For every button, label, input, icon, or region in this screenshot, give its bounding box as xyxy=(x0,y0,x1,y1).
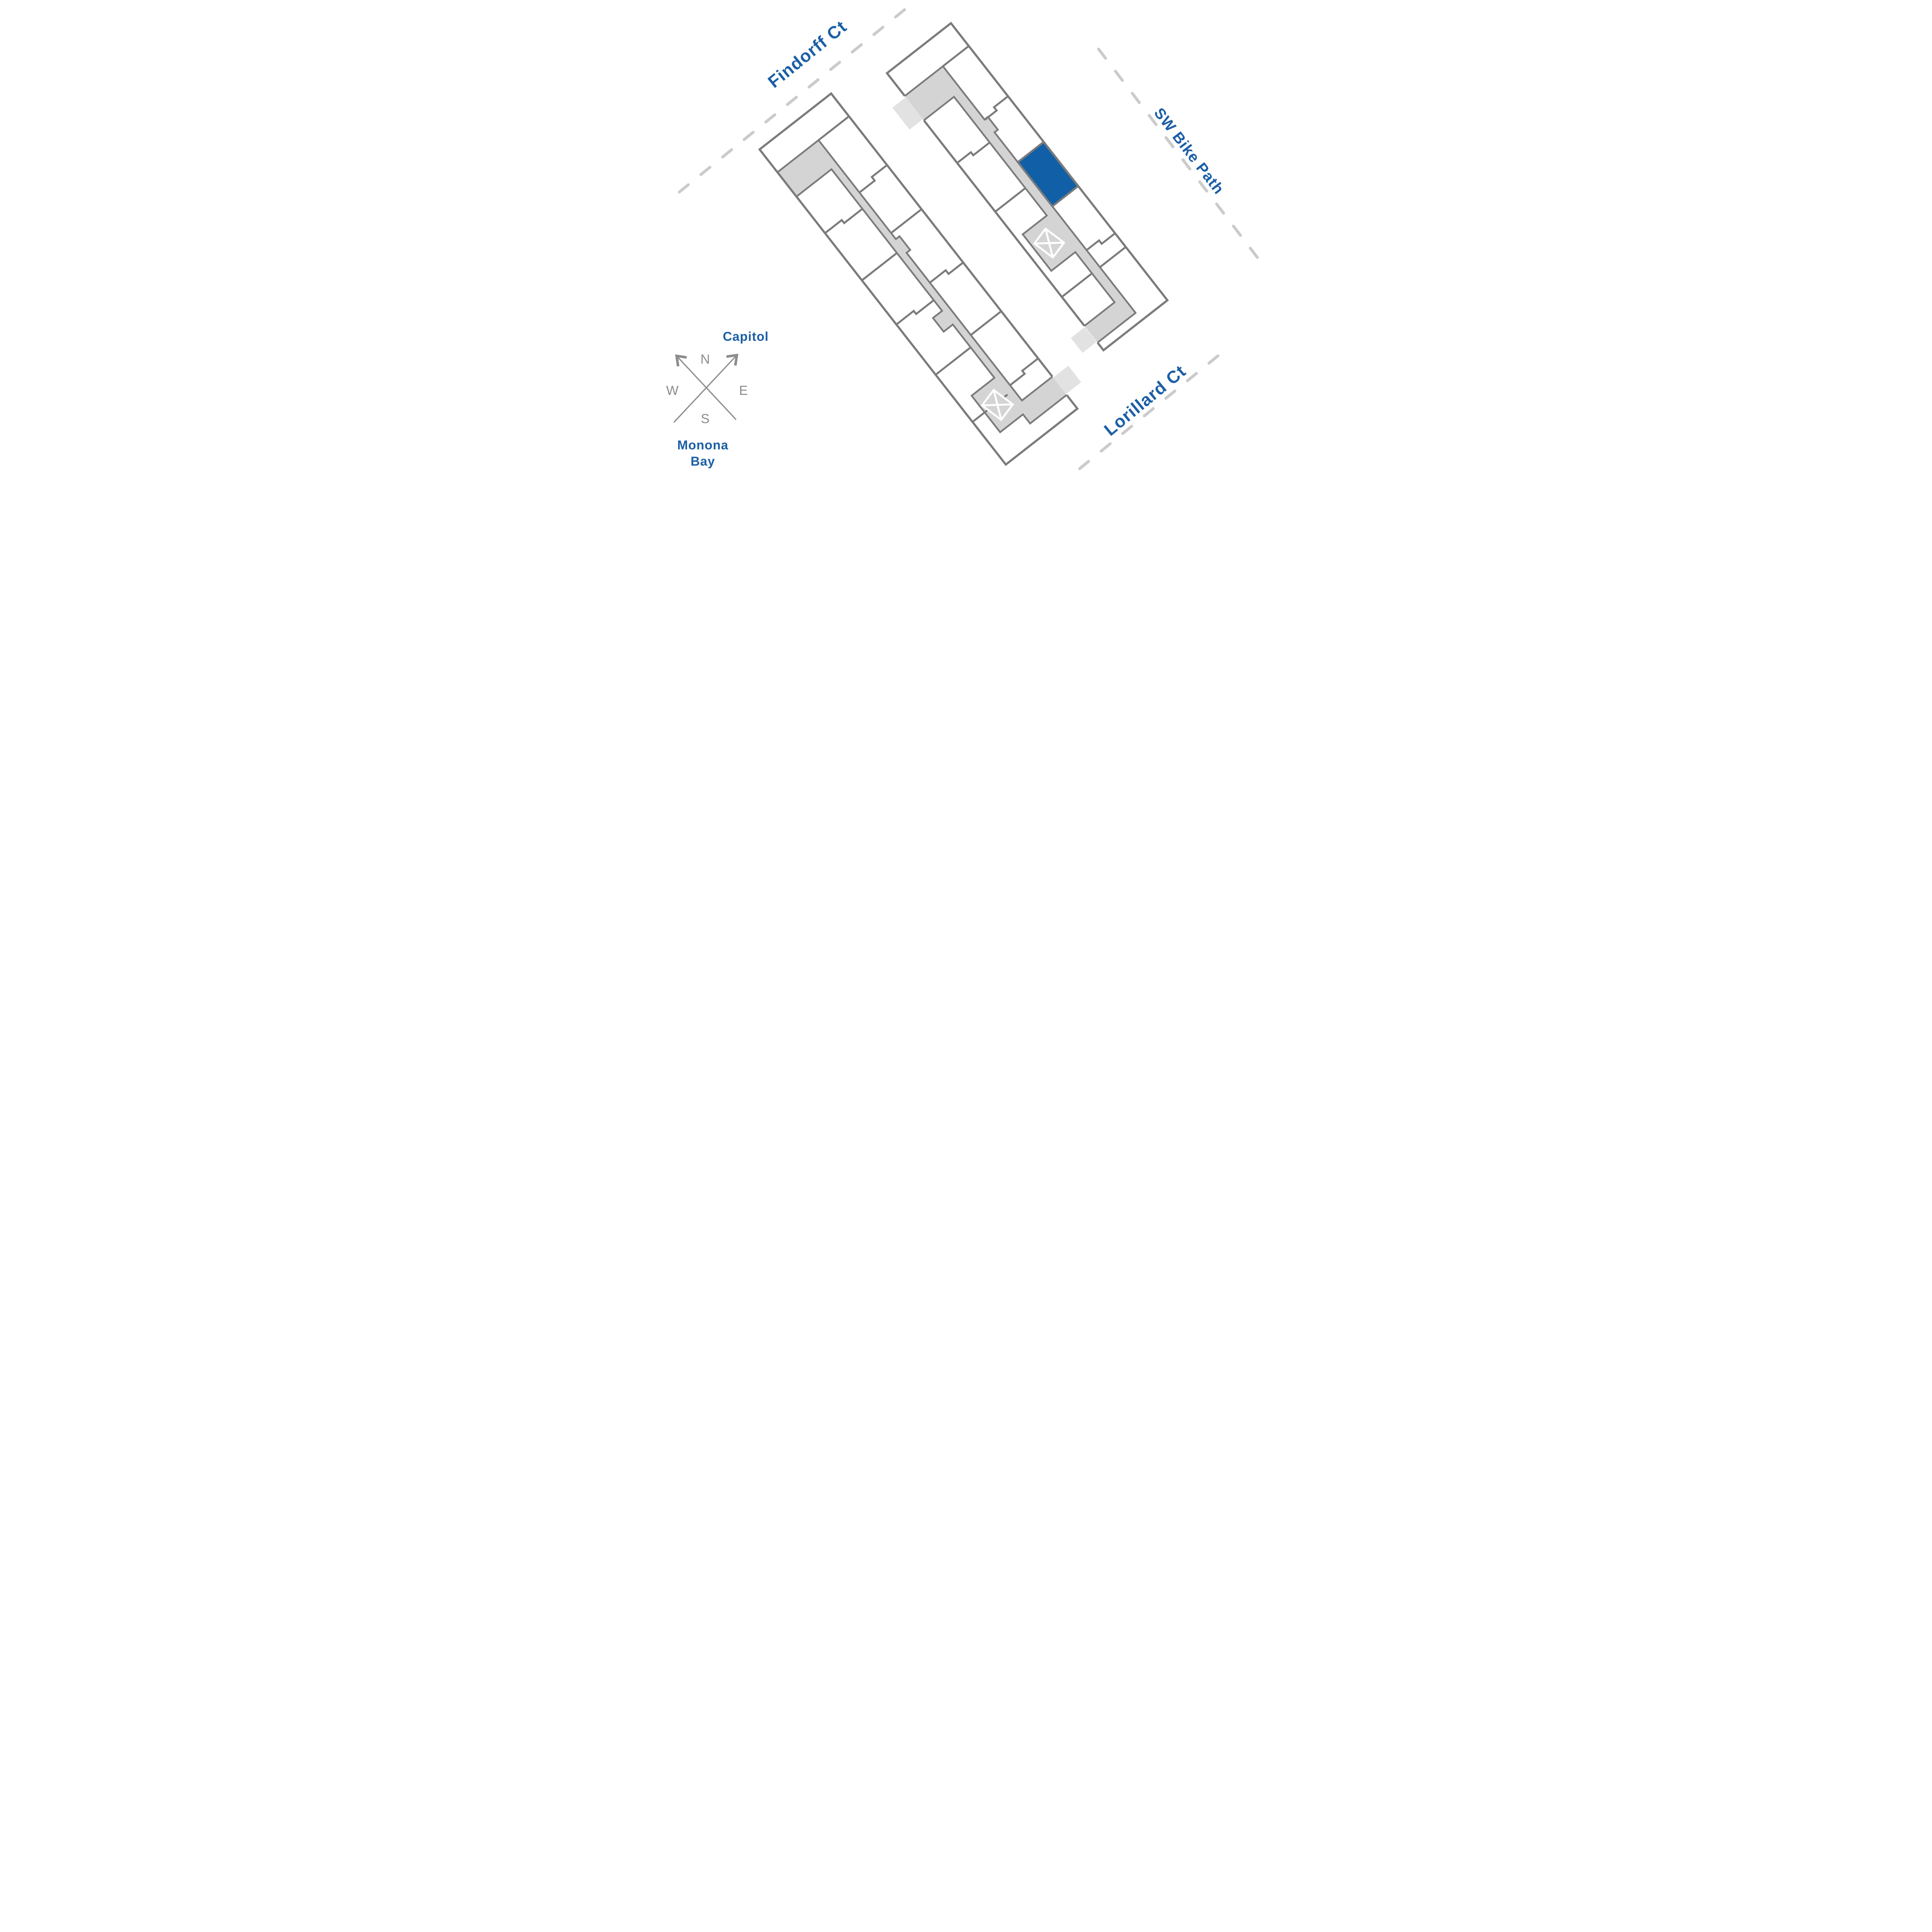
monona-bay-label-line2: Bay xyxy=(690,454,715,468)
west-building-corridor xyxy=(777,140,1067,432)
compass-nw-arrowhead xyxy=(675,354,687,367)
northeast-building-exit-walkway xyxy=(1071,327,1097,353)
west-building xyxy=(758,92,1082,466)
site-map-page: N W E S Findorff Ct SW Bike Path Lorilla… xyxy=(663,0,1269,478)
findorff-ct-label: Findorff Ct xyxy=(764,17,850,92)
compass-rose-icon: N W E S xyxy=(666,352,748,426)
lorillard-ct-street-line xyxy=(1078,347,1228,470)
site-map: N W E S Findorff Ct SW Bike Path Lorilla… xyxy=(663,0,1269,478)
compass-ne-arrow xyxy=(673,354,738,423)
compass-north-label: N xyxy=(701,352,710,367)
northeast-building xyxy=(885,22,1169,353)
west-building-corridor-outline xyxy=(776,139,1067,434)
lorillard-ct-label: Lorillard Ct xyxy=(1100,361,1190,439)
compass-nw-arrow xyxy=(676,355,737,420)
west-building-outline xyxy=(758,92,1079,466)
sw-bike-path-label: SW Bike Path xyxy=(1151,105,1227,197)
compass-south-label: S xyxy=(701,412,710,426)
northeast-building-corridor xyxy=(905,66,1136,343)
compass-east-label: E xyxy=(739,383,748,398)
northeast-building-entry-walkway xyxy=(892,97,923,130)
west-building-exit-walkway xyxy=(1052,366,1082,395)
sw-bike-path-street-line xyxy=(1097,48,1265,267)
compass-ne-arrowhead xyxy=(726,354,738,366)
capitol-label: Capitol xyxy=(723,329,769,344)
northeast-building-corridor-outline xyxy=(904,65,1137,344)
findorff-ct-street-line xyxy=(678,5,910,194)
northeast-building-outline xyxy=(885,22,1169,352)
monona-bay-label-line1: Monona xyxy=(677,438,728,452)
elevator-x-icon xyxy=(981,388,1014,421)
elevator-x-icon xyxy=(1033,227,1066,259)
compass-west-label: W xyxy=(666,383,679,398)
